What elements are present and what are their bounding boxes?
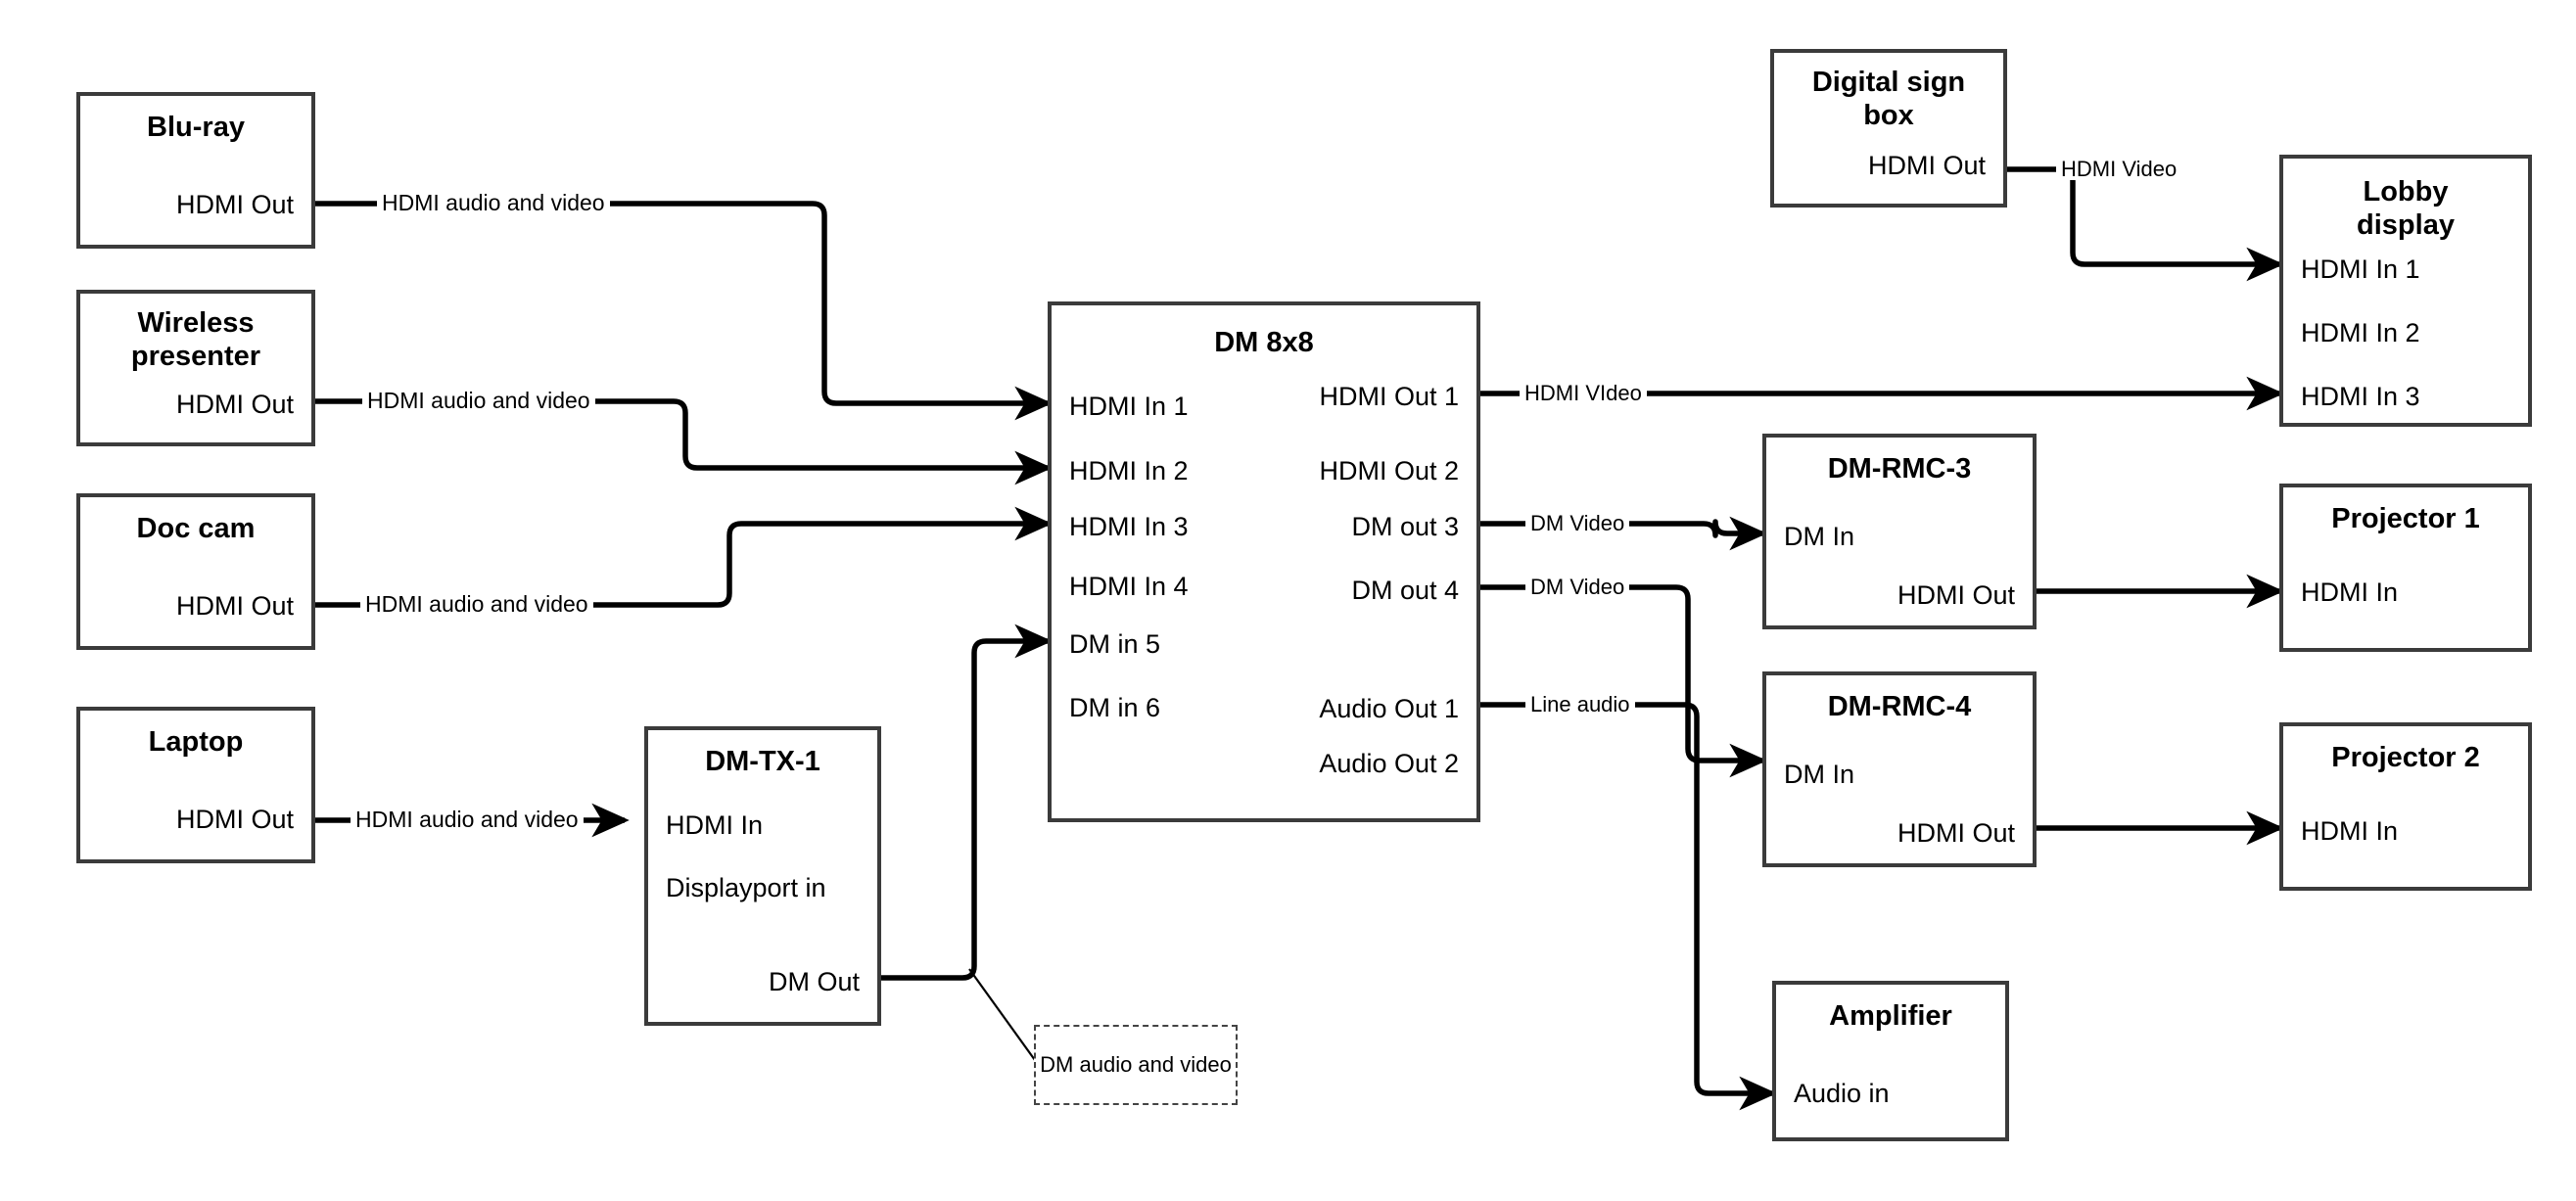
wire-label-wireless: HDMI audio and video [362, 390, 595, 412]
port-hdmi-out: HDMI Out [1897, 818, 2015, 848]
port-hdmi-out: HDMI Out [1897, 580, 2015, 610]
port-hdmi-in-4: HDMI In 4 [1069, 572, 1189, 601]
wire-label-doccam: HDMI audio and video [360, 593, 593, 616]
node-title: Wireless presenter [130, 307, 261, 372]
node-laptop[interactable]: Laptop HDMI Out [76, 707, 315, 863]
port-dm-out-4: DM out 4 [1351, 576, 1459, 605]
port-dm-out: DM Out [768, 967, 860, 996]
port-hdmi-in-3: HDMI In 3 [1069, 512, 1189, 541]
port-hdmi-out-1: HDMI Out 1 [1319, 382, 1459, 411]
wire-dm8x8-audioout1-to-amp [1480, 702, 1777, 1111]
wire-bluray-to-dm8x8 [315, 201, 1053, 421]
node-amplifier[interactable]: Amplifier Audio in [1772, 981, 2009, 1141]
wire-label-line-audio: Line audio [1525, 694, 1635, 716]
port-hdmi-in-3: HDMI In 3 [2301, 382, 2420, 411]
port-audio-out-2: Audio Out 2 [1319, 749, 1459, 778]
port-hdmi-in-2: HDMI In 2 [1069, 456, 1189, 485]
wire-label-hdmi-video-lobby: HDMI VIdeo [1520, 383, 1647, 404]
node-title: Amplifier [1829, 1000, 1952, 1032]
wire-label-dm-video-3: DM Video [1525, 513, 1630, 534]
wire-dm8x8-dmout4-to-rmc4 [1480, 584, 1767, 778]
wire-label-bluray: HDMI audio and video [377, 192, 610, 214]
port-dm-in: DM In [1784, 522, 1855, 551]
port-hdmi-out: HDMI Out [175, 805, 294, 834]
node-digital-sign-box[interactable]: Digital sign box HDMI Out [1770, 49, 2007, 208]
node-wireless-presenter[interactable]: Wireless presenter HDMI Out [76, 290, 315, 446]
wire-label-dm-video-4: DM Video [1525, 577, 1630, 598]
port-hdmi-in: HDMI In [666, 810, 764, 840]
wire-dm8x8-dmout3-to-rmc3 [1480, 516, 1767, 551]
port-hdmi-in-1: HDMI In 1 [1069, 392, 1189, 421]
port-displayport-in: Displayport in [666, 873, 826, 902]
node-dm-rmc-4[interactable]: DM-RMC-4 DM In HDMI Out [1762, 671, 2037, 867]
wire-label-sign-to-lobby: HDMI Video [2056, 159, 2182, 180]
port-hdmi-in: HDMI In [2301, 577, 2399, 607]
node-doc-cam[interactable]: Doc cam HDMI Out [76, 493, 315, 650]
callout-text: DM audio and video [1040, 1052, 1232, 1078]
node-projector-1[interactable]: Projector 1 HDMI In [2279, 484, 2532, 652]
node-title: Blu-ray [147, 112, 245, 143]
wire-doccam-to-dm8x8 [315, 506, 1053, 608]
node-title: DM-RMC-4 [1827, 691, 1972, 722]
node-title: Digital sign box [1811, 67, 1966, 131]
port-dm-in: DM In [1784, 760, 1855, 789]
port-audio-out-1: Audio Out 1 [1319, 694, 1459, 723]
node-title: DM-TX-1 [705, 746, 820, 777]
node-title: DM-RMC-3 [1827, 453, 1972, 485]
node-title: Lobby display [2357, 176, 2455, 241]
node-dm-rmc-3[interactable]: DM-RMC-3 DM In HDMI Out [1762, 434, 2037, 629]
wire-dmtx1-to-dm8x8 [881, 624, 1053, 981]
port-hdmi-in-2: HDMI In 2 [2301, 318, 2420, 347]
port-dm-in-6: DM in 6 [1069, 693, 1161, 722]
port-hdmi-out: HDMI Out [175, 390, 294, 419]
port-hdmi-out-2: HDMI Out 2 [1319, 456, 1459, 485]
node-title: Doc cam [136, 513, 256, 544]
node-bluray[interactable]: Blu-ray HDMI Out [76, 92, 315, 249]
port-hdmi-out: HDMI Out [175, 190, 294, 219]
port-hdmi-out: HDMI Out [1867, 151, 1986, 180]
port-hdmi-out: HDMI Out [175, 591, 294, 621]
node-lobby-display[interactable]: Lobby display HDMI In 1 HDMI In 2 HDMI I… [2279, 155, 2532, 427]
port-audio-in: Audio in [1794, 1079, 1890, 1108]
node-dm-8x8[interactable]: DM 8x8 HDMI In 1 HDMI In 2 HDMI In 3 HDM… [1048, 301, 1480, 822]
port-dm-in-5: DM in 5 [1069, 629, 1161, 659]
node-title: DM 8x8 [1214, 327, 1314, 358]
node-title: Laptop [148, 726, 244, 758]
port-hdmi-in-1: HDMI In 1 [2301, 254, 2420, 284]
node-title: Projector 2 [2331, 742, 2480, 773]
wire-label-laptop: HDMI audio and video [351, 808, 584, 831]
port-hdmi-in: HDMI In [2301, 816, 2399, 846]
callout-dm-audio-and-video: DM audio and video [1034, 1025, 1238, 1105]
port-dm-out-3: DM out 3 [1351, 512, 1459, 541]
node-projector-2[interactable]: Projector 2 HDMI In [2279, 722, 2532, 891]
callout-leader-line [968, 968, 1041, 1068]
wire-wireless-to-dm8x8 [315, 398, 1053, 485]
wire-sign-to-lobby [2007, 166, 2284, 282]
node-dm-tx-1[interactable]: DM-TX-1 HDMI In Displayport in DM Out [644, 726, 881, 1026]
node-title: Projector 1 [2331, 503, 2480, 534]
